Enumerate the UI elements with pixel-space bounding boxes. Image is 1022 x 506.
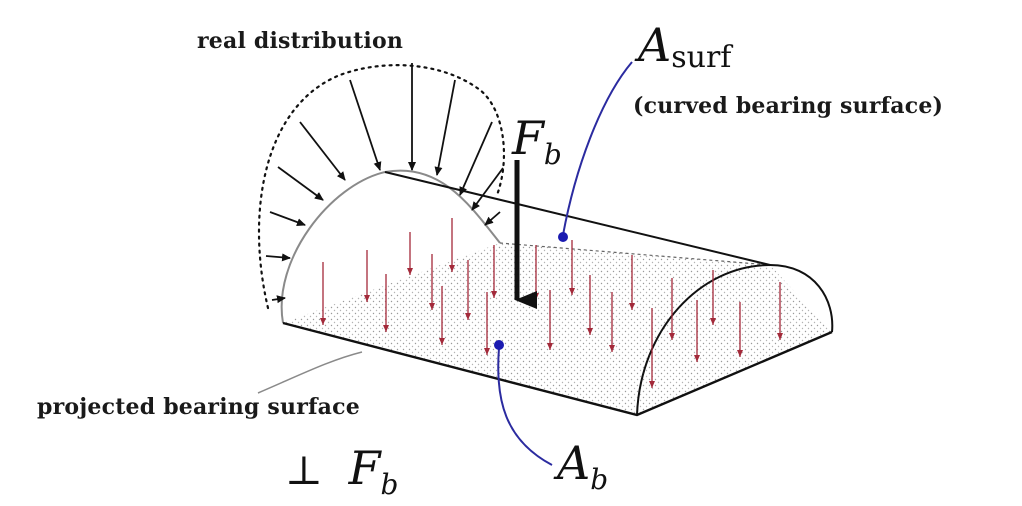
- fb-symbol: Fb: [512, 115, 562, 169]
- cylinder-top-edge: [384, 171, 771, 266]
- asurf-subscript: surf: [671, 40, 732, 75]
- asurf-leader: [562, 61, 633, 236]
- ab-symbol: Ab: [557, 440, 608, 494]
- perp-symbol: ⊥: [285, 448, 323, 494]
- curved-surface-label: (curved bearing surface): [633, 93, 944, 119]
- back-end-semicircle: [636, 263, 834, 416]
- real-distribution-label: real distribution: [197, 28, 404, 54]
- fb-subscript: b: [543, 138, 562, 171]
- projected-surface-leader: [257, 351, 363, 394]
- ab-main: A: [557, 436, 591, 490]
- front-end-semicircle: [280, 169, 501, 324]
- asurf-main: A: [638, 18, 672, 72]
- real-distribution-envelope: [257, 64, 506, 310]
- fb-main: F: [512, 111, 544, 165]
- projected-bearing-surface: [283, 243, 832, 415]
- asurf-point: [558, 232, 568, 242]
- real-distribution-arrows: [265, 63, 504, 304]
- base-front-edge: [282, 321, 833, 417]
- perp-f-subscript: b: [380, 468, 399, 501]
- projected-surface-label: projected bearing surface: [37, 394, 360, 420]
- ab-point: [494, 340, 504, 350]
- ab-leader: [497, 347, 553, 466]
- perpendicular-fb: ⊥ Fb: [285, 445, 398, 499]
- perp-f-main: F: [348, 441, 381, 495]
- asurf-symbol: Asurf: [638, 22, 731, 73]
- uniform-pressure-arrows: [320, 218, 783, 388]
- ab-subscript: b: [590, 463, 609, 496]
